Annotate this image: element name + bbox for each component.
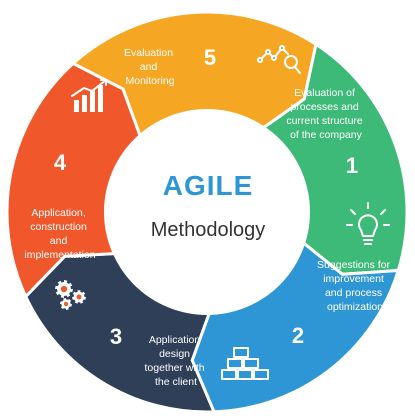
step-1-number: 1 bbox=[346, 153, 358, 178]
step-2-label: Suggestions for improvement and process … bbox=[317, 259, 393, 313]
step-3-label: Application design together with the cli… bbox=[144, 334, 207, 388]
analytics-magnifier-icon bbox=[257, 45, 301, 74]
center-disc bbox=[104, 109, 310, 315]
bricks-icon bbox=[221, 347, 269, 380]
step-3-number: 3 bbox=[110, 324, 122, 349]
step-1-label: Evaluation of processes and current stru… bbox=[286, 87, 365, 141]
step-4-number: 4 bbox=[54, 150, 67, 175]
step-5-number: 5 bbox=[204, 45, 216, 70]
center-title: AGILE bbox=[163, 170, 254, 201]
step-4-label: Application, construction and implementa… bbox=[24, 207, 95, 261]
growth-chart-icon bbox=[71, 79, 107, 112]
center-subtitle: Methodology bbox=[151, 219, 266, 241]
step-2-number: 2 bbox=[292, 323, 304, 348]
gears-icon bbox=[55, 280, 86, 310]
step-5-label: Evaluation and Monitoring bbox=[124, 47, 176, 87]
lightbulb-icon bbox=[346, 202, 390, 245]
